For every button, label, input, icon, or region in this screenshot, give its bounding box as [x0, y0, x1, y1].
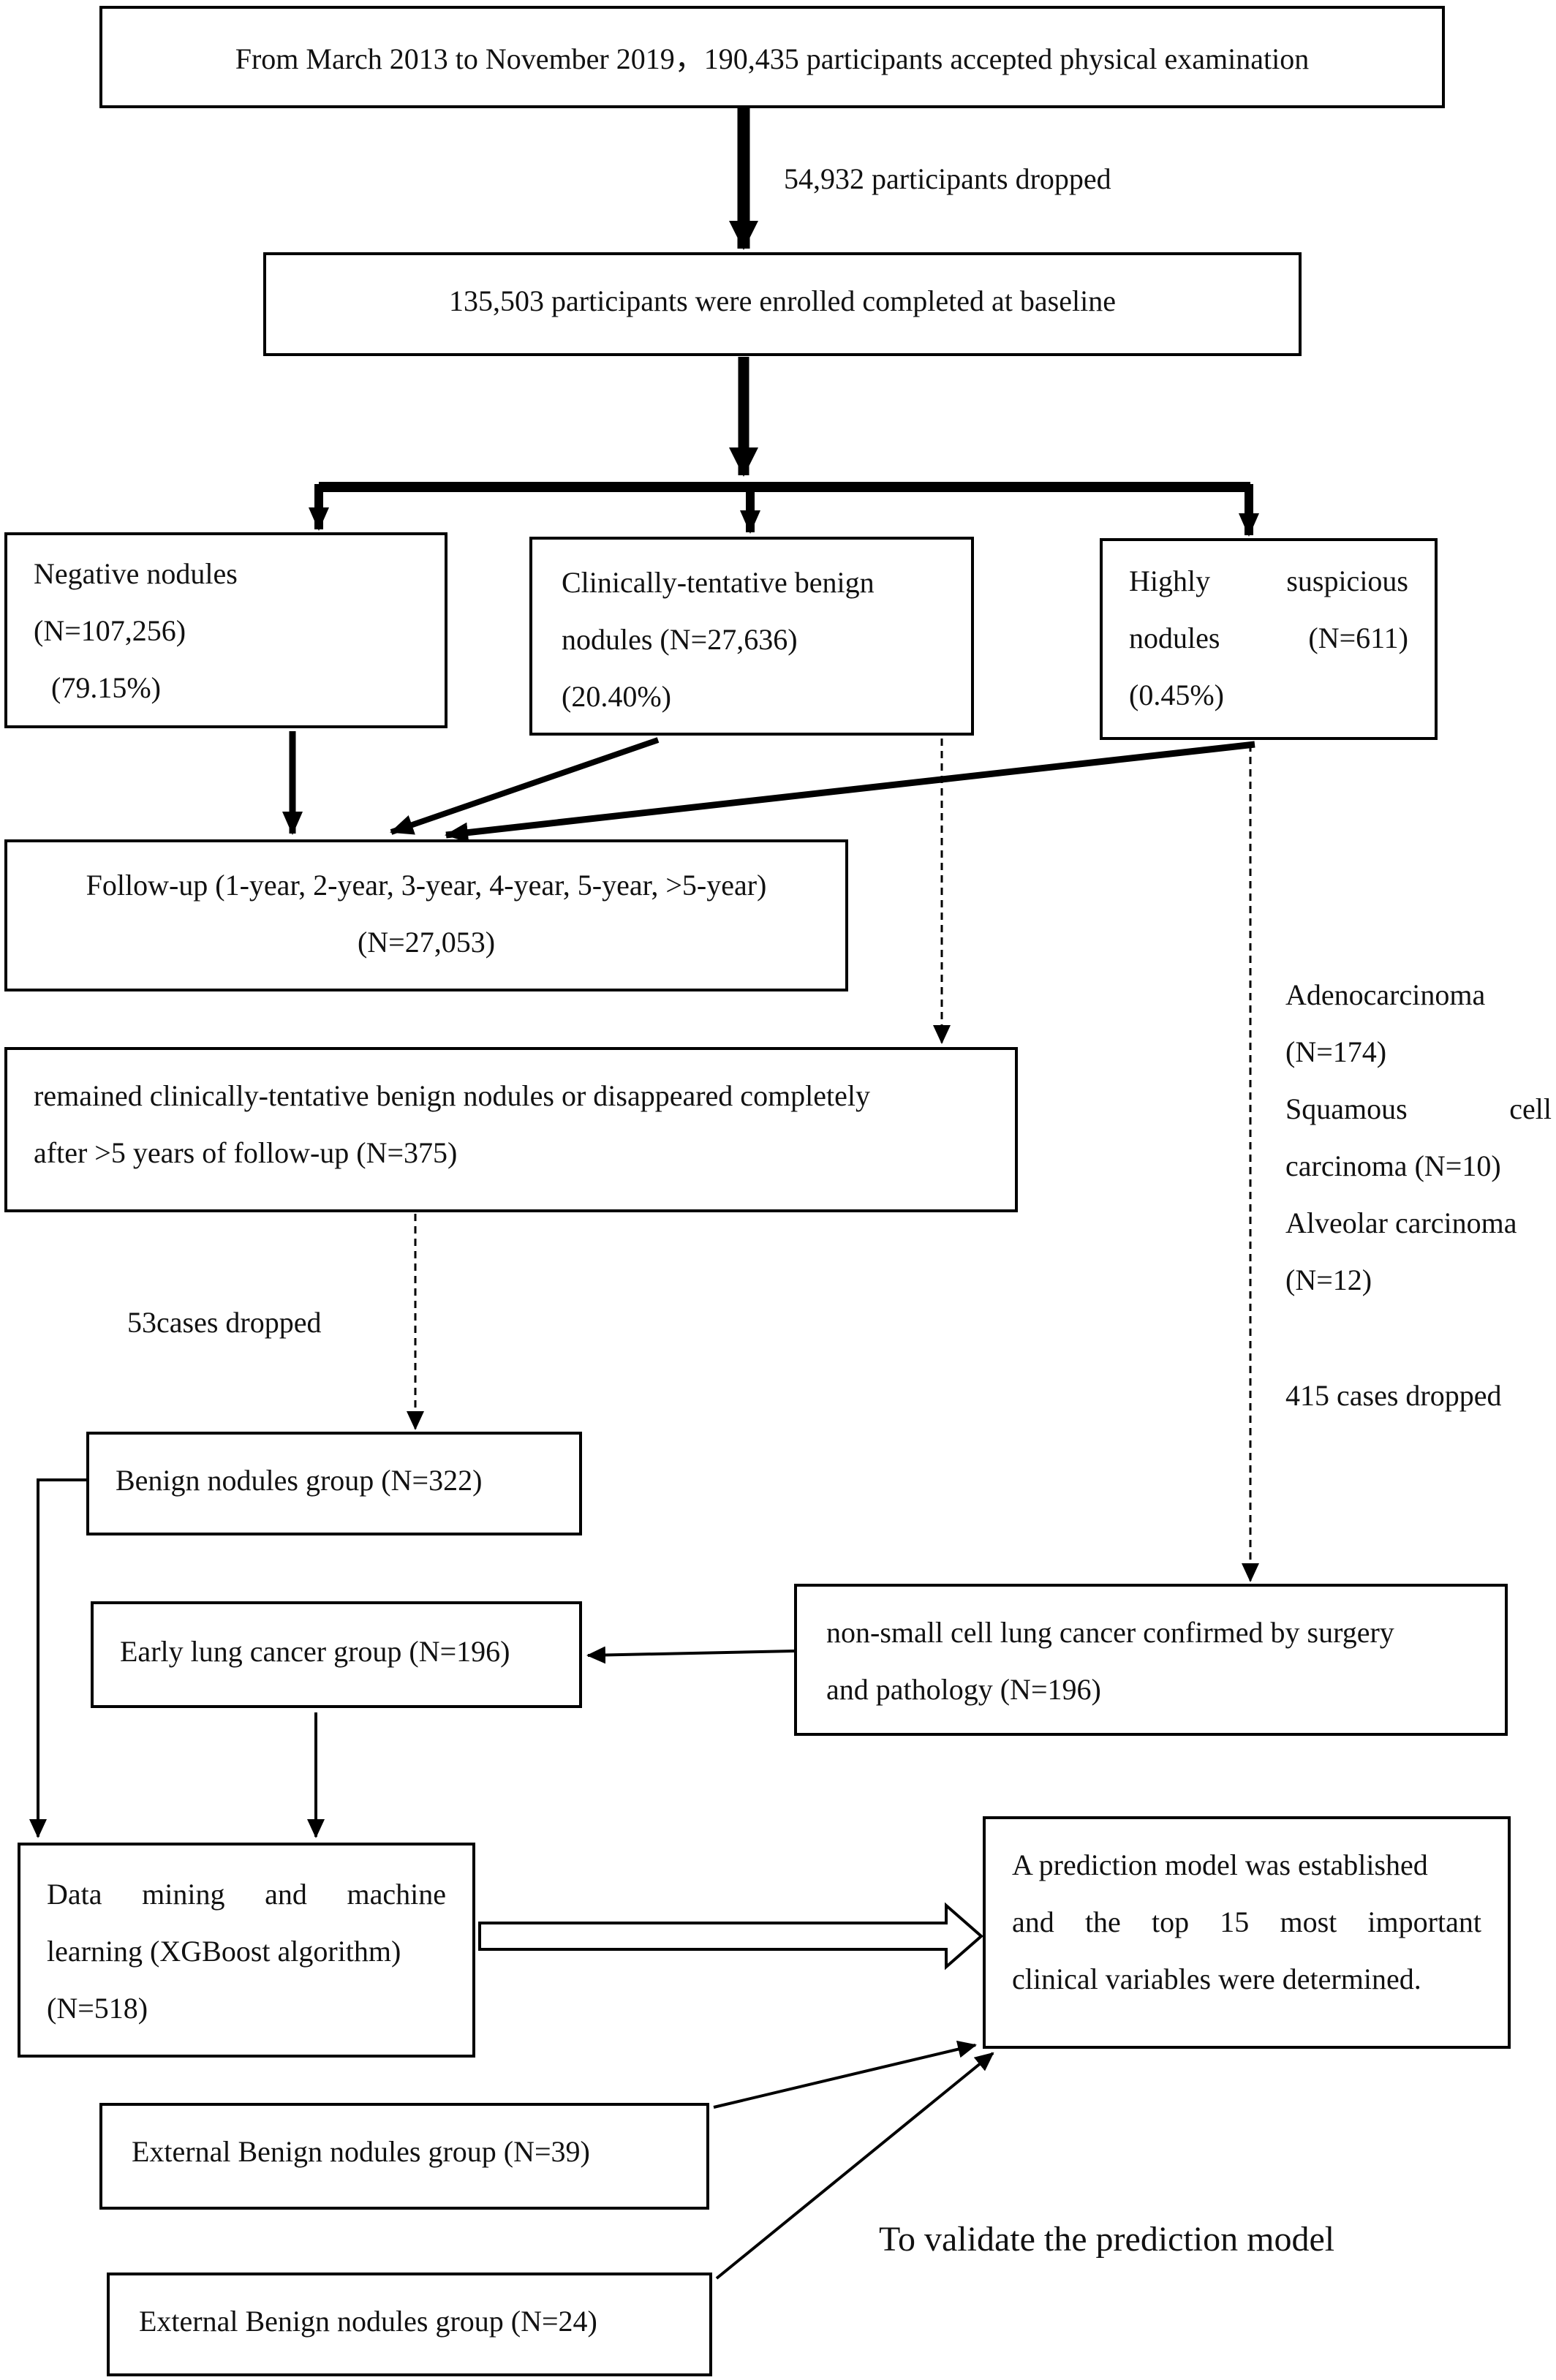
mining-w4: machine	[347, 1878, 447, 1911]
external-benign-24-box: External Benign nodules group (N=24)	[107, 2273, 712, 2376]
followup-line-1: Follow-up (1-year, 2-year, 3-year, 4-yea…	[86, 869, 767, 902]
arrow-benign-tentative-to-followup	[390, 737, 660, 835]
nsclc-line-1: non-small cell lung cancer confirmed by …	[826, 1616, 1394, 1649]
mining-line-3: (N=518)	[47, 1992, 148, 2025]
benign-tentative-line-2: nodules (N=27,636)	[562, 623, 798, 656]
model-line-2: and the top 15 most important	[1012, 1894, 1481, 1951]
mining-w1: Data	[47, 1878, 102, 1911]
arrow-nsclc-to-early-cancer	[586, 1646, 795, 1664]
model-w5: most	[1280, 1905, 1337, 1938]
suspicious-box: Highly suspicious nodules (N=611) (0.45%…	[1100, 538, 1438, 740]
followup-box: Follow-up (1-year, 2-year, 3-year, 4-yea…	[4, 839, 848, 991]
arrow-ext2-to-model	[715, 2052, 994, 2280]
external-benign-39-box: External Benign nodules group (N=39)	[99, 2103, 709, 2210]
model-line-3: clinical variables were determined.	[1012, 1962, 1421, 1995]
label-alveolar-1: Alveolar carcinoma	[1285, 1206, 1517, 1239]
enrolled-text: 135,503 participants were enrolled compl…	[449, 284, 1116, 317]
model-w2: the	[1084, 1905, 1121, 1938]
label-squamous-w2: cell	[1509, 1092, 1552, 1125]
benign-group-box: Benign nodules group (N=322)	[86, 1432, 582, 1535]
remained-line-1: remained clinically-tentative benign nod…	[34, 1079, 871, 1112]
nsclc-line-2: and pathology (N=196)	[826, 1673, 1101, 1706]
negative-line-1: Negative nodules	[34, 557, 238, 590]
label-squamous-2: carcinoma (N=10)	[1285, 1149, 1501, 1182]
external-benign-24-text: External Benign nodules group (N=24)	[139, 2305, 597, 2338]
model-w1: and	[1012, 1905, 1054, 1938]
label-dropped-53: 53cases dropped	[127, 1306, 322, 1339]
nsclc-box: non-small cell lung cancer confirmed by …	[794, 1584, 1508, 1736]
label-dropped-54932: 54,932 participants dropped	[784, 162, 1111, 195]
label-dropped-415: 415 cases dropped	[1285, 1379, 1502, 1412]
label-adeno-1: Adenocarcinoma	[1285, 978, 1486, 1011]
model-line-1: A prediction model was established	[1012, 1848, 1428, 1881]
start-box: From March 2013 to November 2019，190,435…	[99, 6, 1445, 108]
arrow-suspicious-to-followup	[445, 741, 1255, 843]
arrow-ext1-to-model	[713, 2040, 977, 2109]
mining-w3: and	[265, 1878, 307, 1911]
remained-box: remained clinically-tentative benign nod…	[4, 1047, 1018, 1212]
suspicious-w2: suspicious	[1286, 564, 1408, 597]
suspicious-w4: (N=611)	[1308, 622, 1408, 654]
suspicious-line-3: (0.45%)	[1129, 679, 1224, 711]
model-w6: important	[1367, 1905, 1481, 1938]
suspicious-line-2: nodules (N=611)	[1129, 610, 1408, 667]
hollow-arrow-mining-to-model	[478, 1902, 984, 1971]
negative-line-2: (N=107,256)	[34, 614, 186, 647]
suspicious-w1: Highly	[1129, 564, 1211, 597]
mining-line-1: Data mining and machine	[47, 1866, 446, 1923]
remained-line-2: after >5 years of follow-up (N=375)	[34, 1136, 458, 1169]
external-benign-39-text: External Benign nodules group (N=39)	[132, 2135, 590, 2168]
mining-box: Data mining and machine learning (XGBoos…	[18, 1843, 475, 2058]
label-adeno-2: (N=174)	[1285, 1035, 1387, 1068]
model-w4: 15	[1220, 1905, 1250, 1938]
negative-line-3: (79.15%)	[51, 671, 161, 704]
benign-tentative-box: Clinically-tentative benign nodules (N=2…	[529, 537, 974, 736]
label-squamous-1: Squamous cell	[1285, 1081, 1552, 1138]
benign-tentative-line-1: Clinically-tentative benign	[562, 566, 875, 599]
mining-line-2: learning (XGBoost algorithm)	[47, 1935, 401, 1968]
label-alveolar-2: (N=12)	[1285, 1263, 1372, 1296]
start-text: From March 2013 to November 2019，190,435…	[235, 42, 1310, 75]
suspicious-line-1: Highly suspicious	[1129, 553, 1408, 610]
label-squamous-w1: Squamous	[1285, 1092, 1408, 1125]
model-w3: top	[1151, 1905, 1190, 1938]
arrow-benign-group-to-mining	[29, 1478, 110, 1838]
suspicious-w3: nodules	[1129, 622, 1220, 654]
model-box: A prediction model was established and t…	[983, 1816, 1511, 2049]
early-cancer-text: Early lung cancer group (N=196)	[120, 1635, 510, 1668]
benign-group-text: Benign nodules group (N=322)	[116, 1464, 483, 1497]
label-validate: To validate the prediction model	[879, 2220, 1335, 2259]
benign-tentative-line-3: (20.40%)	[562, 680, 671, 713]
negative-nodules-box: Negative nodules (N=107,256) (79.15%)	[4, 532, 447, 728]
followup-line-2: (N=27,053)	[357, 926, 496, 959]
enrolled-box: 135,503 participants were enrolled compl…	[263, 252, 1302, 356]
early-cancer-box: Early lung cancer group (N=196)	[91, 1601, 582, 1708]
mining-w2: mining	[142, 1878, 225, 1911]
